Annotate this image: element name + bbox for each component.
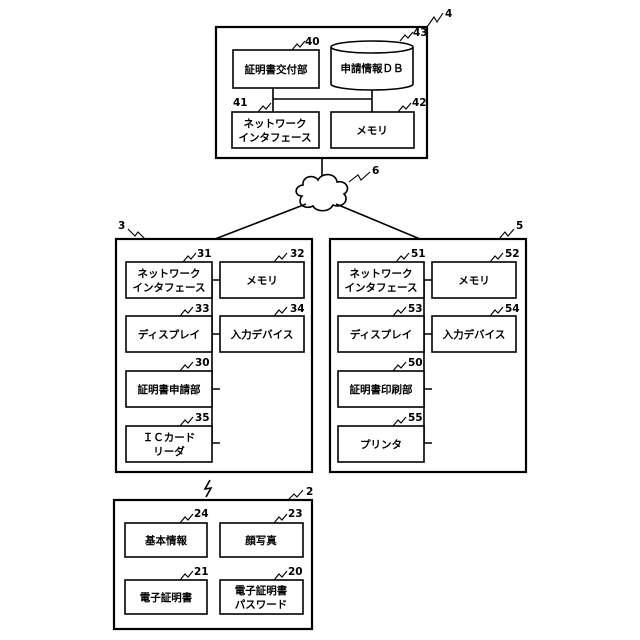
applicant-display-label: ディスプレイ <box>138 328 200 341</box>
server-ref-lead <box>427 13 443 27</box>
print-terminal-block: 5 ネットワーク インタフェース 51 メモリ 52 ディスプレイ 53 入力デ… <box>330 220 526 472</box>
server-network-if-line2: インタフェース <box>239 132 312 144</box>
print-terminal-ref-lead <box>499 229 514 239</box>
wireless-link-icon <box>205 480 211 497</box>
network-ref: 6 <box>372 165 379 177</box>
application-db-label: 申請情報ＤＢ <box>341 62 404 75</box>
applicant-memory-ref: 32 <box>290 248 305 260</box>
server-network-if-line1: ネットワーク <box>244 118 307 130</box>
print-memory-label: メモリ <box>458 275 490 287</box>
cert-issuer-ref: 40 <box>305 36 320 48</box>
basic-info-ref: 24 <box>194 508 209 520</box>
network-ref-lead <box>349 172 370 182</box>
applicant-network-if-line2: インタフェース <box>133 282 206 294</box>
server-ref: 4 <box>445 8 452 20</box>
server-memory-label: メモリ <box>356 125 388 137</box>
print-display-label: ディスプレイ <box>350 328 412 341</box>
cert-issuer-label: 証明書交付部 <box>245 63 308 76</box>
cert-printer-ref: 50 <box>408 357 423 369</box>
cert-applicant-ref: 30 <box>195 357 210 369</box>
print-network-if-line1: ネットワーク <box>350 268 413 280</box>
applicant-terminal-ref-lead <box>128 229 145 239</box>
face-photo-label: 顔写真 <box>244 534 277 547</box>
print-network-if-ref: 51 <box>411 248 426 260</box>
ic-card-reader-ref: 35 <box>195 412 210 424</box>
e-cert-password-ref: 20 <box>288 566 303 578</box>
application-db-ref: 43 <box>413 27 428 39</box>
server-network-if-ref: 41 <box>233 97 248 109</box>
print-input-device-label: 入力デバイス <box>443 328 506 341</box>
e-cert-ref: 21 <box>194 566 209 578</box>
e-cert-password-line1: 電子証明書 <box>235 584 288 597</box>
cert-applicant-label: 証明書申請部 <box>138 383 201 396</box>
server-block: 4 証明書交付部 40 申請情報ＤＢ 43 ネットワーク インタフェース 41 … <box>216 8 452 158</box>
server-memory-ref: 42 <box>412 97 427 109</box>
e-cert-password-line2: パスワード <box>235 599 288 611</box>
ic-card-reader-line1: ＩＣカード <box>143 432 196 444</box>
print-network-if-line2: インタフェース <box>345 282 418 294</box>
print-terminal-ref: 5 <box>516 220 523 232</box>
print-display-ref: 53 <box>408 303 423 315</box>
print-input-device-ref: 54 <box>505 303 520 315</box>
applicant-memory-label: メモリ <box>246 275 278 287</box>
print-memory-ref: 52 <box>505 248 520 260</box>
applicant-input-device-label: 入力デバイス <box>231 328 294 341</box>
network-to-applicant-link <box>215 204 306 239</box>
cert-printer-label: 証明書印刷部 <box>350 383 413 396</box>
ic-card-reader-line2: リーダ <box>153 445 185 458</box>
applicant-network-if-line1: ネットワーク <box>138 268 201 280</box>
basic-info-label: 基本情報 <box>144 534 187 547</box>
applicant-input-device-ref: 34 <box>290 303 305 315</box>
ic-card-ref-lead <box>288 490 303 500</box>
face-photo-ref: 23 <box>288 508 303 520</box>
applicant-network-if-ref: 31 <box>197 248 212 260</box>
printer-label: プリンタ <box>360 438 402 451</box>
network-to-printer-link <box>336 204 420 239</box>
applicant-terminal-ref: 3 <box>118 220 125 232</box>
network-block: 6 <box>215 158 420 239</box>
applicant-terminal-block: 3 ネットワーク インタフェース 31 メモリ 32 ディスプレイ 33 入力デ… <box>116 220 312 472</box>
ic-card-ref: 2 <box>306 486 313 498</box>
applicant-display-ref: 33 <box>195 303 210 315</box>
printer-ref: 55 <box>408 412 423 424</box>
ic-card-block: 2 基本情報 24 顔写真 23 電子証明書 21 電子証明書 パスワード 20 <box>114 486 313 629</box>
e-cert-label: 電子証明書 <box>140 591 193 604</box>
